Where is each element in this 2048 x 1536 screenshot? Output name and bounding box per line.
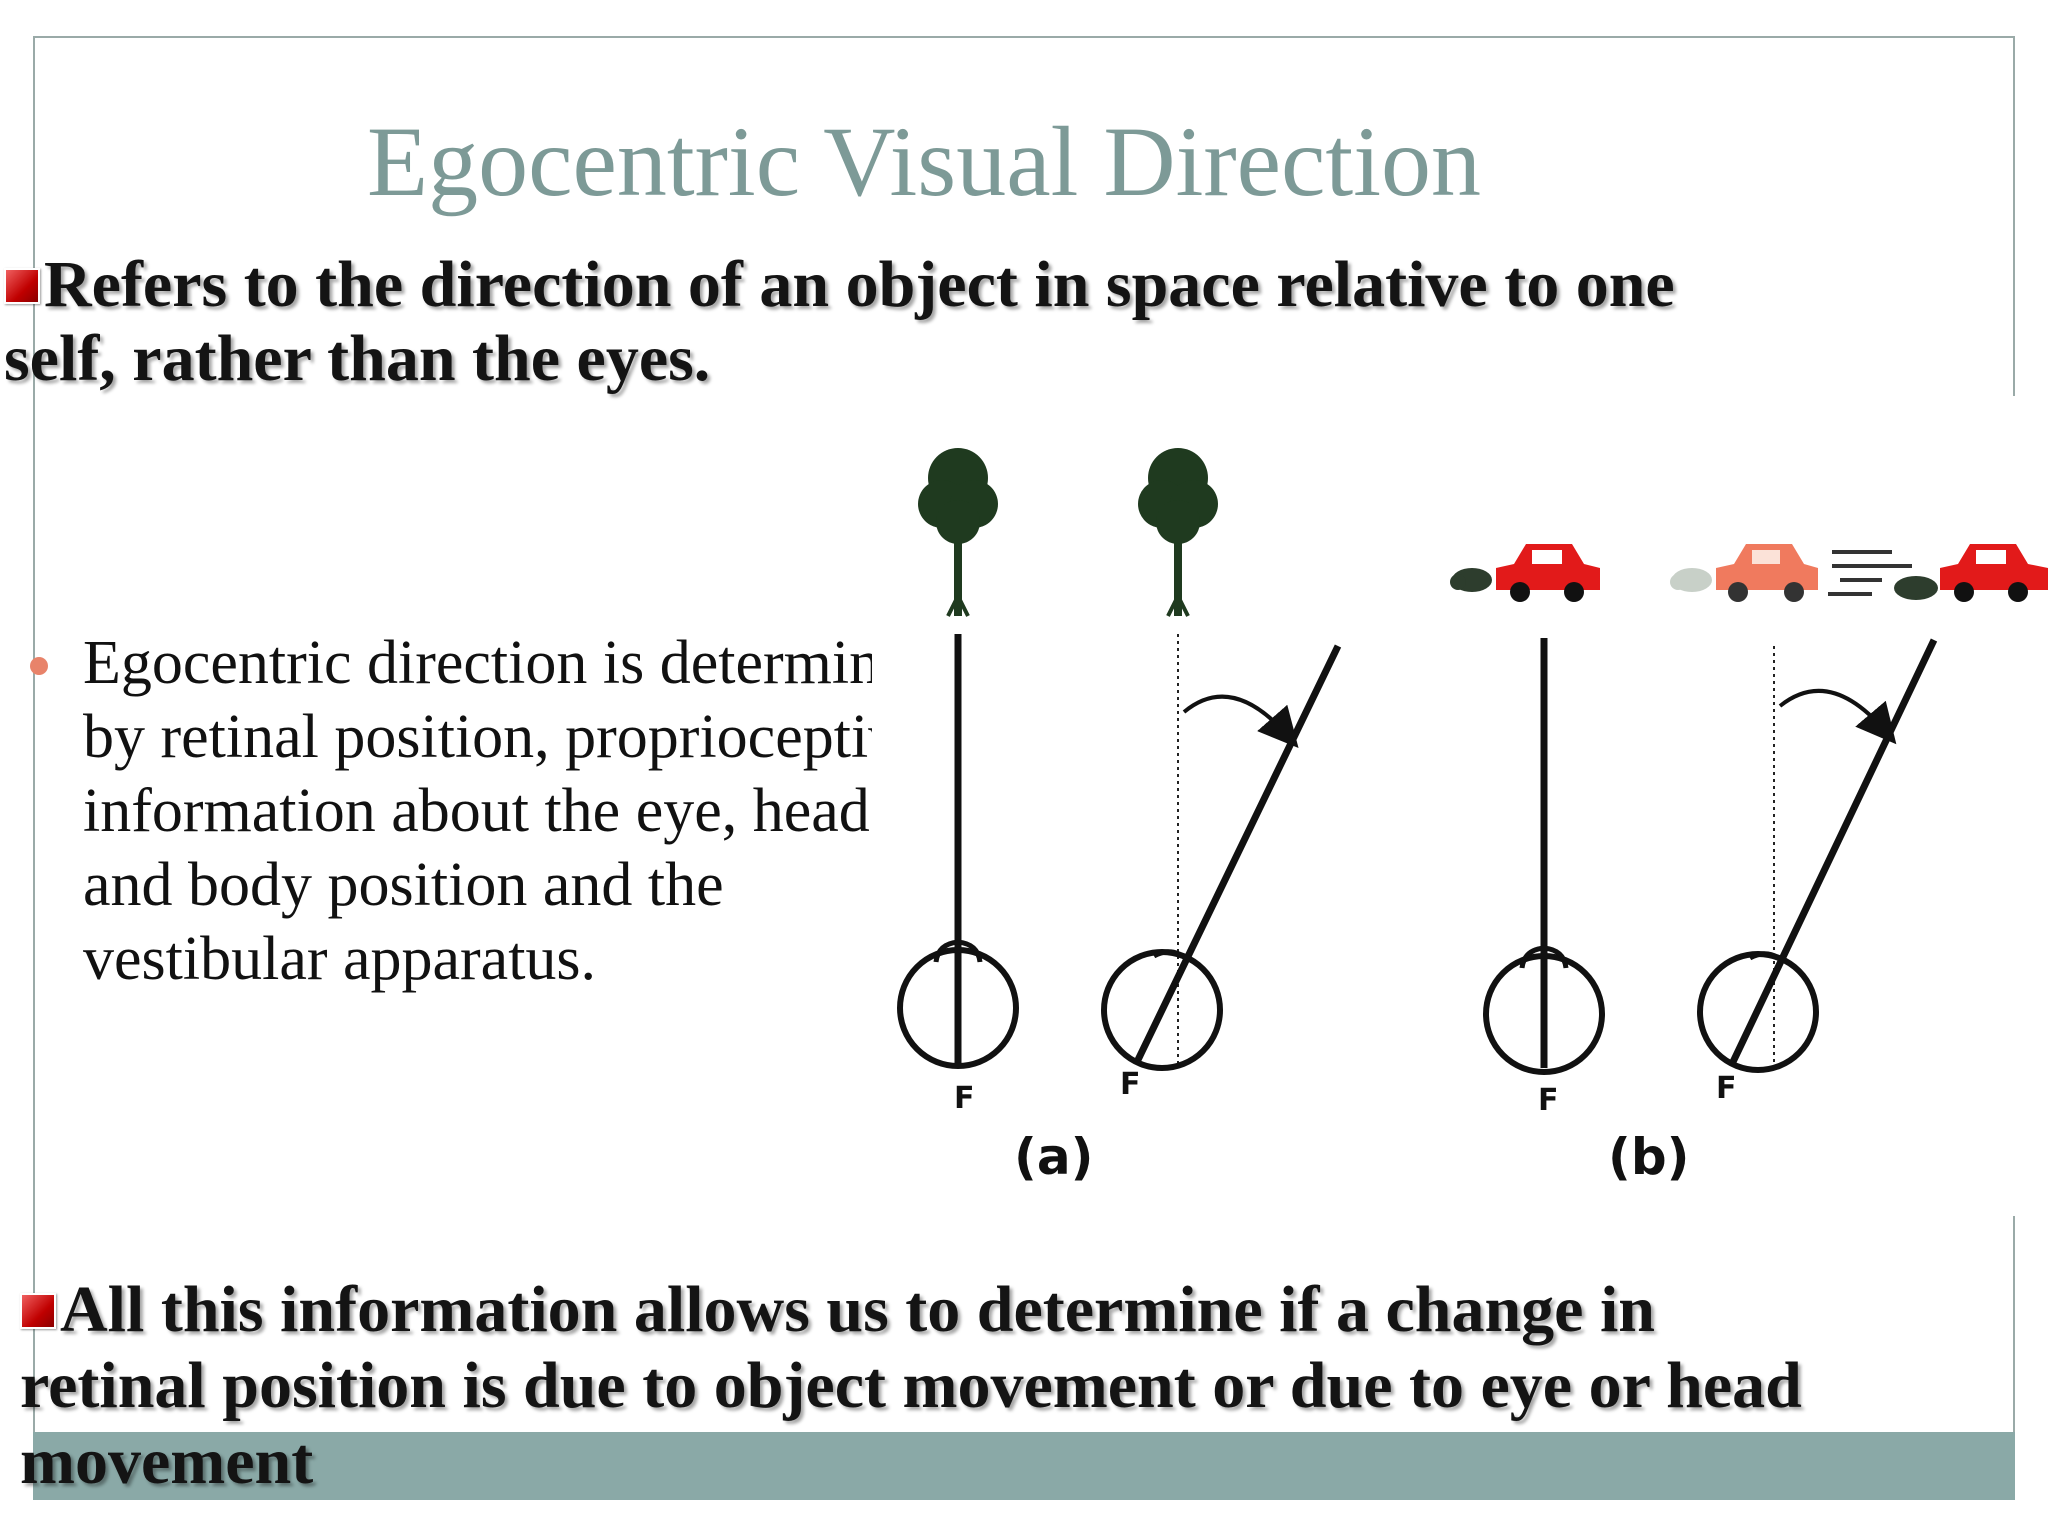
panel-label-a: (a) bbox=[1014, 1128, 1093, 1186]
body-bullet-text: Egocentric direction is determined by re… bbox=[83, 629, 880, 993]
eye-diagram-b-right bbox=[1697, 638, 1938, 1073]
lead-top-text: Refers to the direction of an object in … bbox=[4, 248, 1675, 395]
panel-label-b: (b) bbox=[1608, 1128, 1690, 1186]
square-bullet-icon bbox=[4, 268, 40, 304]
footer-bar bbox=[33, 1432, 2015, 1500]
square-bullet-icon bbox=[20, 1293, 56, 1329]
eye-diagram-b-left bbox=[1483, 638, 1605, 1075]
fovea-label: F bbox=[1120, 1067, 1141, 1102]
eye-diagram-a-left bbox=[897, 634, 1019, 1069]
lead-bullet-bottom: All this information allows us to determ… bbox=[20, 1272, 1840, 1500]
slide-title: Egocentric Visual Direction bbox=[366, 106, 1481, 217]
eye-diagram-a-right bbox=[1101, 634, 1342, 1071]
car-icon bbox=[1940, 544, 2048, 602]
lead-bullet-top: Refers to the direction of an object in … bbox=[4, 248, 1724, 396]
fovea-label: F bbox=[954, 1081, 975, 1116]
motion-lines-icon bbox=[1828, 550, 1938, 600]
fovea-label: F bbox=[1538, 1083, 1559, 1118]
lead-bottom-text: All this information allows us to determ… bbox=[20, 1273, 1802, 1498]
car-icon bbox=[1450, 544, 1600, 602]
tree-icon bbox=[918, 448, 998, 617]
body-bullet: Egocentric direction is determined by re… bbox=[20, 626, 880, 1086]
tree-icon bbox=[1138, 448, 1218, 617]
car-icon bbox=[1670, 544, 1818, 602]
figure-diagram: F F (a) bbox=[897, 448, 2048, 1186]
fovea-label: F bbox=[1716, 1071, 1737, 1106]
dot-bullet-icon bbox=[30, 657, 48, 675]
egocentric-direction-figure: F F (a) bbox=[872, 396, 2048, 1216]
